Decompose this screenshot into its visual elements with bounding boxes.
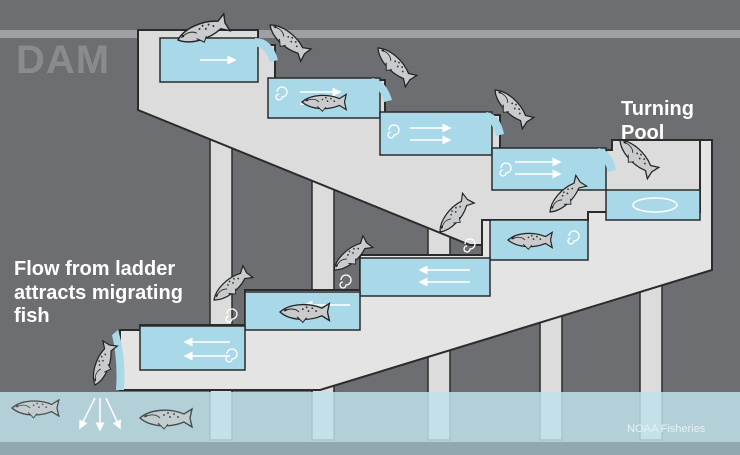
turning-pool-label: Turning Pool: [621, 98, 694, 144]
flow-caption: Flow from ladder attracts migrating fish: [14, 258, 214, 329]
flow-caption-line-2: attracts migrating: [14, 281, 183, 304]
swirls: [225, 86, 678, 363]
credit-label: NOAA Fisheries: [627, 423, 706, 435]
river-water: [0, 392, 740, 442]
spill-flow: [112, 38, 616, 390]
flow-caption-line-1: Flow from ladder: [14, 258, 176, 280]
river-bottom: [0, 442, 740, 455]
lower-pools: [139, 219, 589, 371]
dam-label: DAM: [16, 38, 111, 82]
river-flow-arrows: [79, 397, 121, 432]
flow-caption-line-3: fish: [14, 305, 50, 328]
dam-top-edge: [0, 30, 740, 38]
